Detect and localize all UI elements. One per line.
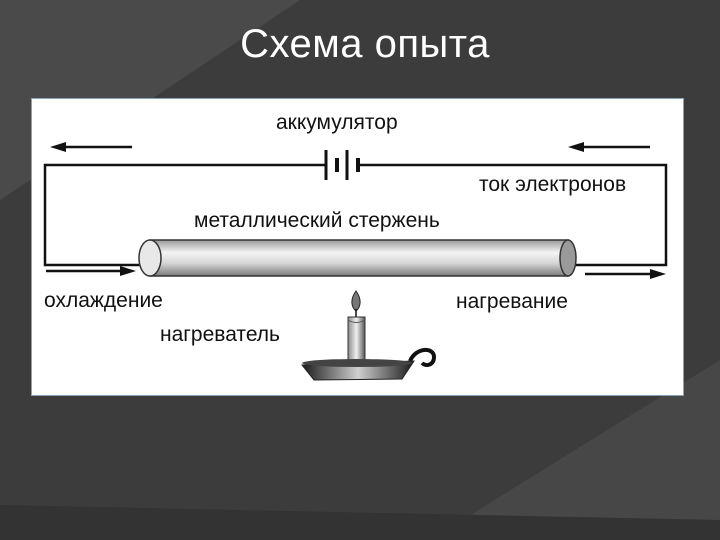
metal-rod (138, 239, 577, 277)
experiment-diagram (43, 142, 668, 381)
heater-label: нагреватель (160, 323, 280, 346)
electron-current-label: ток электронов (479, 173, 627, 196)
cooling-arrow (46, 266, 136, 276)
battery-label: аккумулятор (276, 111, 398, 134)
circuit-wire (43, 163, 668, 267)
diagram-panel: аккумулятор ток электронов металлический… (31, 98, 684, 396)
electron-current-arrow-right (568, 142, 650, 152)
heating-label: нагревание (456, 290, 568, 313)
heating-arrow (585, 269, 666, 279)
rod-label: металлический стержень (194, 209, 440, 232)
cooling-label: охлаждение (44, 289, 163, 312)
candle-heater-icon (300, 290, 437, 381)
slide-title: Схема опыта (240, 22, 490, 66)
battery-symbol (324, 150, 360, 180)
electron-current-arrow-left (50, 142, 132, 152)
